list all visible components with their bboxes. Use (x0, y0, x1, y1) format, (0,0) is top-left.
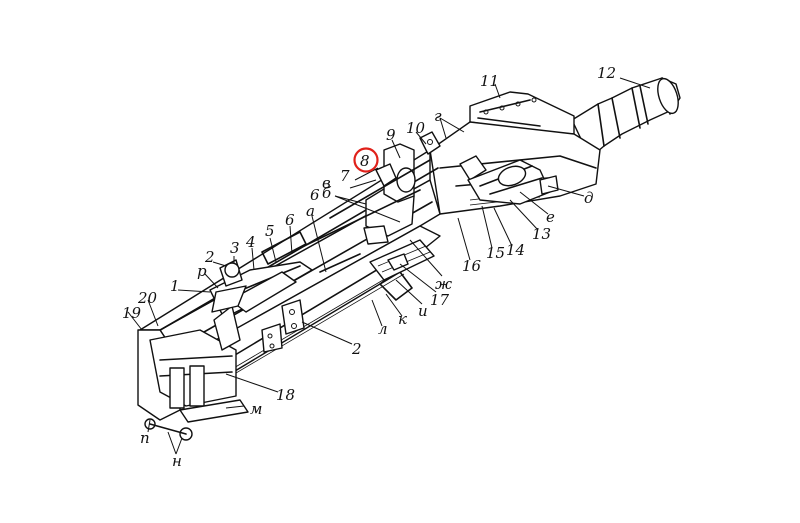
barrel-assembly (571, 77, 681, 159)
label-3: 3 (230, 239, 240, 257)
label-v: в (322, 174, 331, 192)
label-5: 5 (265, 222, 275, 240)
label-13: 13 (532, 225, 551, 243)
label-19: 19 (122, 304, 142, 322)
receiver-body (137, 91, 601, 441)
label-20: 20 (137, 289, 158, 307)
label-l: л (378, 320, 388, 338)
label-6-left: 6 (285, 211, 295, 229)
label-e: е (546, 208, 555, 226)
label-k: к (398, 310, 407, 328)
label-d: д (584, 189, 594, 207)
label-18: 18 (276, 386, 295, 404)
label-12: 12 (597, 64, 616, 82)
label-i: и (418, 302, 428, 320)
label-14: 14 (506, 241, 525, 259)
label-17: 17 (430, 291, 450, 309)
label-n: н (172, 452, 182, 470)
label-6-right: 6 (310, 186, 320, 204)
label-g: г (434, 107, 442, 125)
label-15: 15 (486, 244, 505, 262)
label-p: п (140, 429, 150, 447)
labels: 1 р 2 3 4 5 6 а 6 б в 7 8 9 10 г 11 12 д… (122, 64, 616, 470)
label-zh: ж (435, 275, 452, 293)
label-2-top: 2 (204, 248, 215, 266)
highlight-ring-8 (353, 147, 379, 173)
label-a: а (306, 202, 315, 220)
label-16: 16 (462, 257, 482, 275)
label-7: 7 (340, 167, 350, 185)
label-r: р (197, 262, 207, 280)
label-m: м (250, 400, 262, 418)
label-1: 1 (170, 277, 180, 295)
label-8: 8 (360, 152, 370, 170)
label-9: 9 (386, 126, 396, 144)
label-2-bottom: 2 (351, 340, 362, 358)
label-10: 10 (406, 119, 426, 137)
label-4: 4 (245, 233, 256, 251)
leader-lines (127, 77, 651, 455)
label-b: б (322, 184, 332, 202)
label-11: 11 (480, 72, 499, 90)
